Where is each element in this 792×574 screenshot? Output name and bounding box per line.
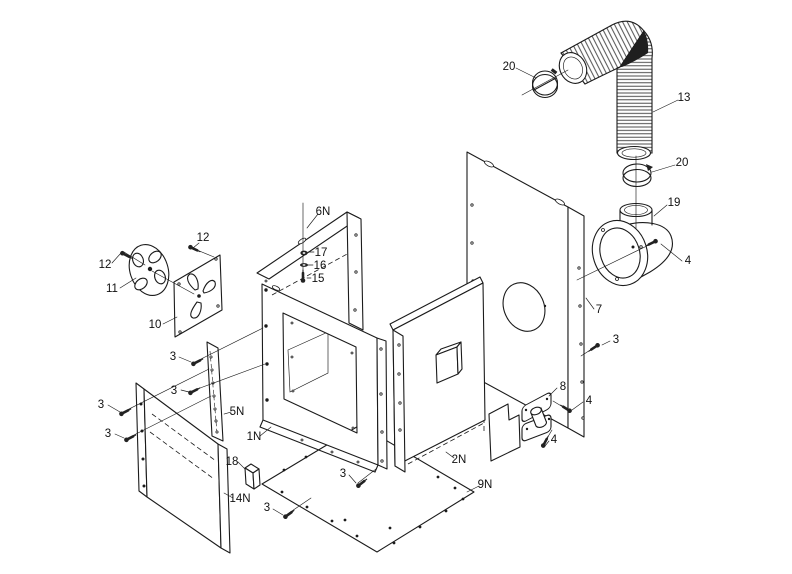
callout-labels: 20 13 20 19 4 7 3 8 4 4 12 12 11 10 6N 1… xyxy=(98,61,692,514)
elbow-shadow xyxy=(620,31,649,67)
callout-8: 8 xyxy=(560,381,566,393)
part-2n-inner-panel xyxy=(389,276,486,473)
callout-4-flange: 4 xyxy=(685,255,692,267)
part-11-fan-wheel xyxy=(128,244,170,296)
callout-15: 15 xyxy=(312,273,325,285)
callout-3-d: 3 xyxy=(105,428,111,440)
part-20-clamp-upper xyxy=(531,68,559,99)
callout-20-lower: 20 xyxy=(676,157,689,169)
callout-14n: 14N xyxy=(229,493,250,505)
callout-4-latch-upper: 4 xyxy=(586,395,593,407)
latch-bracket xyxy=(488,403,521,462)
part-20-clamp-lower xyxy=(622,163,653,188)
part-10-fan-plate xyxy=(173,254,223,338)
callout-2n: 2N xyxy=(452,454,467,466)
callout-17: 17 xyxy=(315,247,328,259)
callout-6n: 6N xyxy=(316,206,331,218)
callout-3-c: 3 xyxy=(98,399,104,411)
frame-inner-fold xyxy=(287,331,329,393)
callout-13: 13 xyxy=(678,92,691,104)
callout-18: 18 xyxy=(226,456,239,468)
part-19-blower-housing xyxy=(591,202,673,287)
callout-3-rear: 3 xyxy=(613,334,619,346)
callout-9n: 9N xyxy=(478,479,493,491)
hose-end-upper xyxy=(558,52,588,84)
part-6n-top-rail xyxy=(256,211,364,331)
fan-hub xyxy=(147,266,153,272)
callout-3-e: 3 xyxy=(340,468,346,480)
callout-3-a: 3 xyxy=(170,351,176,363)
callout-12-left: 12 xyxy=(99,259,112,271)
junction-box xyxy=(435,341,463,384)
callout-12-right: 12 xyxy=(197,232,210,244)
callout-3-f: 3 xyxy=(264,502,270,514)
part-1n-main-frame xyxy=(259,279,388,473)
plate-hub-hole xyxy=(197,294,201,298)
part-7-rear-panel xyxy=(466,151,585,438)
callout-1n: 1N xyxy=(247,431,262,443)
part-5n-side-strip xyxy=(206,341,224,442)
part-8-latch xyxy=(488,392,552,462)
callout-11: 11 xyxy=(106,283,118,295)
hose-end-lower xyxy=(616,145,652,161)
callout-5n: 5N xyxy=(230,406,245,418)
callout-16: 16 xyxy=(314,260,327,272)
leader-lines xyxy=(107,67,683,516)
fastener-stack xyxy=(299,202,308,285)
housing-flange xyxy=(591,219,649,287)
latch-knob xyxy=(530,406,547,428)
callout-7: 7 xyxy=(596,304,602,316)
axis-upper-clamp xyxy=(521,69,569,96)
callout-19: 19 xyxy=(668,197,681,209)
callout-3-b: 3 xyxy=(171,385,177,397)
callout-4-latch-lower: 4 xyxy=(551,434,558,446)
callout-20-upper: 20 xyxy=(503,61,516,73)
part-13-flex-hose xyxy=(558,20,653,161)
part-14n-left-panel xyxy=(135,382,231,554)
callout-10: 10 xyxy=(149,319,162,331)
part-18-clip-block xyxy=(244,463,261,490)
